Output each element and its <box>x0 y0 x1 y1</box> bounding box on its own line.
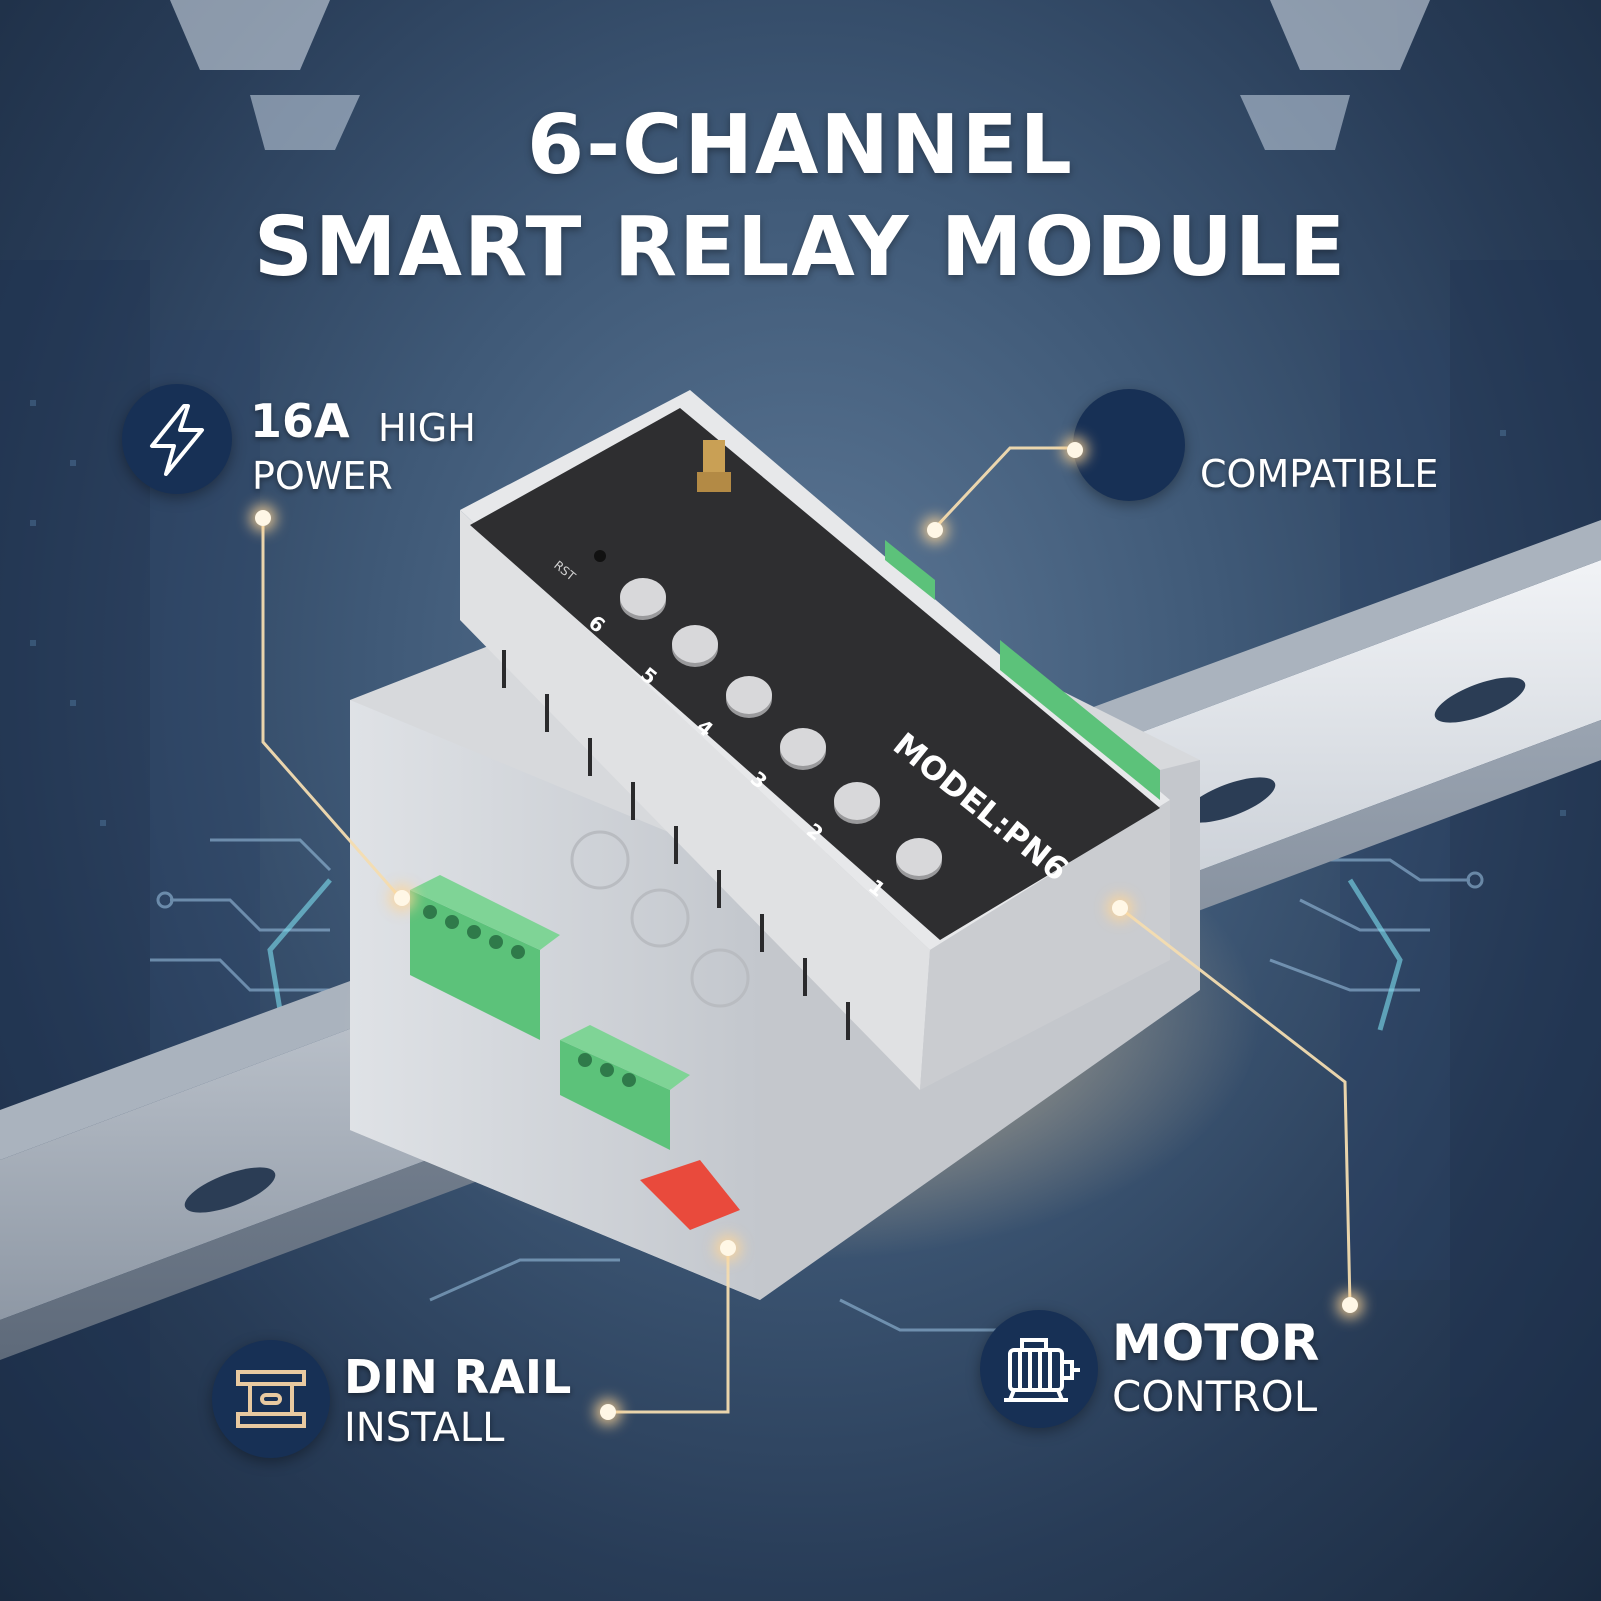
channel-number: 5 <box>635 662 662 690</box>
lightning-bolt-icon <box>150 404 204 476</box>
ceiling-lights <box>170 0 1430 150</box>
din-rail-subtitle: INSTALL <box>344 1405 505 1451</box>
channel-number: 3 <box>745 766 772 794</box>
channel-button-5[interactable] <box>672 625 718 663</box>
leader-dot <box>720 1240 736 1256</box>
din-rail-icon <box>236 1370 306 1428</box>
leader-dot <box>1112 900 1128 916</box>
channel-button-3[interactable] <box>780 728 826 766</box>
compatible-badge <box>1073 389 1185 501</box>
channel-button-1[interactable] <box>896 838 942 876</box>
din-rail-badge <box>212 1340 330 1458</box>
relay-module <box>350 390 1200 1300</box>
leader-lines <box>261 446 1352 1414</box>
channel-number: 2 <box>801 818 828 846</box>
channel-number: 4 <box>691 714 718 742</box>
circuit-hex <box>267 878 1403 1031</box>
channel-number: 1 <box>863 874 890 902</box>
motor-title: MOTOR <box>1112 1314 1320 1372</box>
power-high: HIGH <box>378 406 476 450</box>
blank-badge-icon <box>1073 389 1185 501</box>
leader-dot <box>1067 442 1083 458</box>
leader-dot <box>927 522 943 538</box>
power-badge <box>122 384 232 494</box>
headline-line-2: SMART RELAY MODULE <box>253 200 1348 295</box>
reset-label: RST <box>551 558 579 584</box>
circuit-traces <box>150 838 1484 1372</box>
motor-icon <box>1004 1338 1080 1402</box>
leader-dot <box>600 1404 616 1420</box>
headline-line-1: 6-CHANNEL <box>527 98 1074 193</box>
leader-dot <box>394 890 410 906</box>
leader-dot <box>1342 1297 1358 1313</box>
channel-button-6[interactable] <box>620 578 666 616</box>
channel-button-4[interactable] <box>726 676 772 714</box>
power-amps: 16A <box>250 394 350 448</box>
motor-badge <box>980 1310 1098 1428</box>
channel-button-2[interactable] <box>834 782 880 820</box>
compatible-label: COMPATIBLE <box>1200 452 1439 496</box>
channel-number: 6 <box>583 610 610 638</box>
motor-subtitle: CONTROL <box>1112 1372 1318 1421</box>
power-line2: POWER <box>252 454 393 498</box>
leader-dot <box>255 510 271 526</box>
din-rail-title: DIN RAIL <box>344 1350 572 1404</box>
